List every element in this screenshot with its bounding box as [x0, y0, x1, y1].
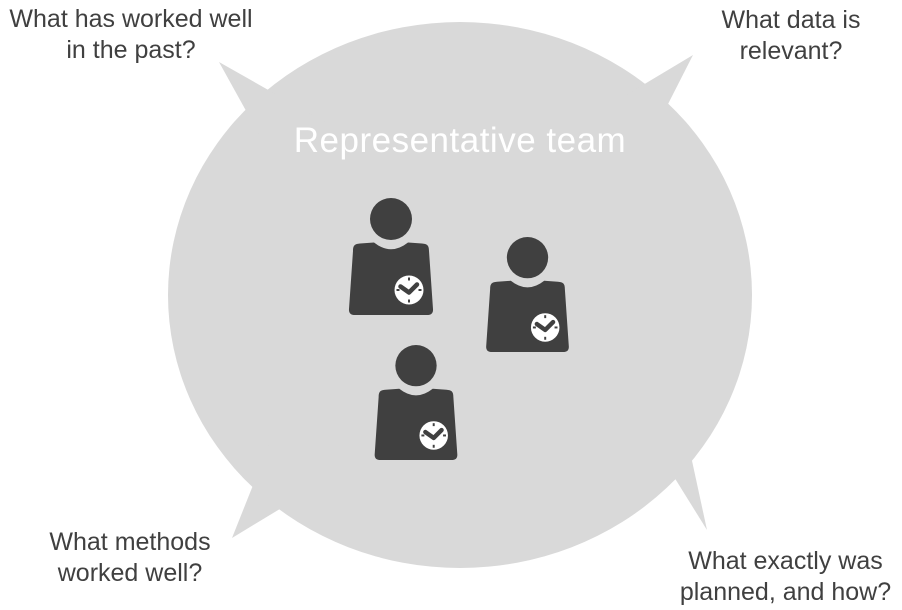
callout-top-left: What has worked well in the past? [1, 4, 261, 66]
bubble-tail-bottom-right [643, 410, 707, 530]
bubble-title: Representative team [293, 121, 627, 160]
bubble-tail-top-left [219, 62, 330, 174]
bubble-tail-top-right [583, 55, 693, 161]
callout-line: relevant? [739, 37, 843, 65]
callout-bottom-right: What exactly was planned, and how? [648, 546, 902, 608]
callout-line: planned, and how? [679, 578, 892, 606]
callout-top-right: What data is relevant? [661, 5, 902, 67]
callout-line: in the past? [66, 36, 196, 64]
callout-bottom-left: What methods worked well? [0, 527, 260, 589]
callout-line: What has worked well [9, 5, 253, 33]
callout-line: What data is [721, 6, 861, 34]
callout-line: What methods [49, 528, 211, 556]
bubble-circle [168, 22, 752, 568]
bubble-tail-bottom-left [232, 435, 331, 538]
callout-line: What exactly was [688, 547, 883, 575]
callout-line: worked well? [57, 559, 203, 587]
